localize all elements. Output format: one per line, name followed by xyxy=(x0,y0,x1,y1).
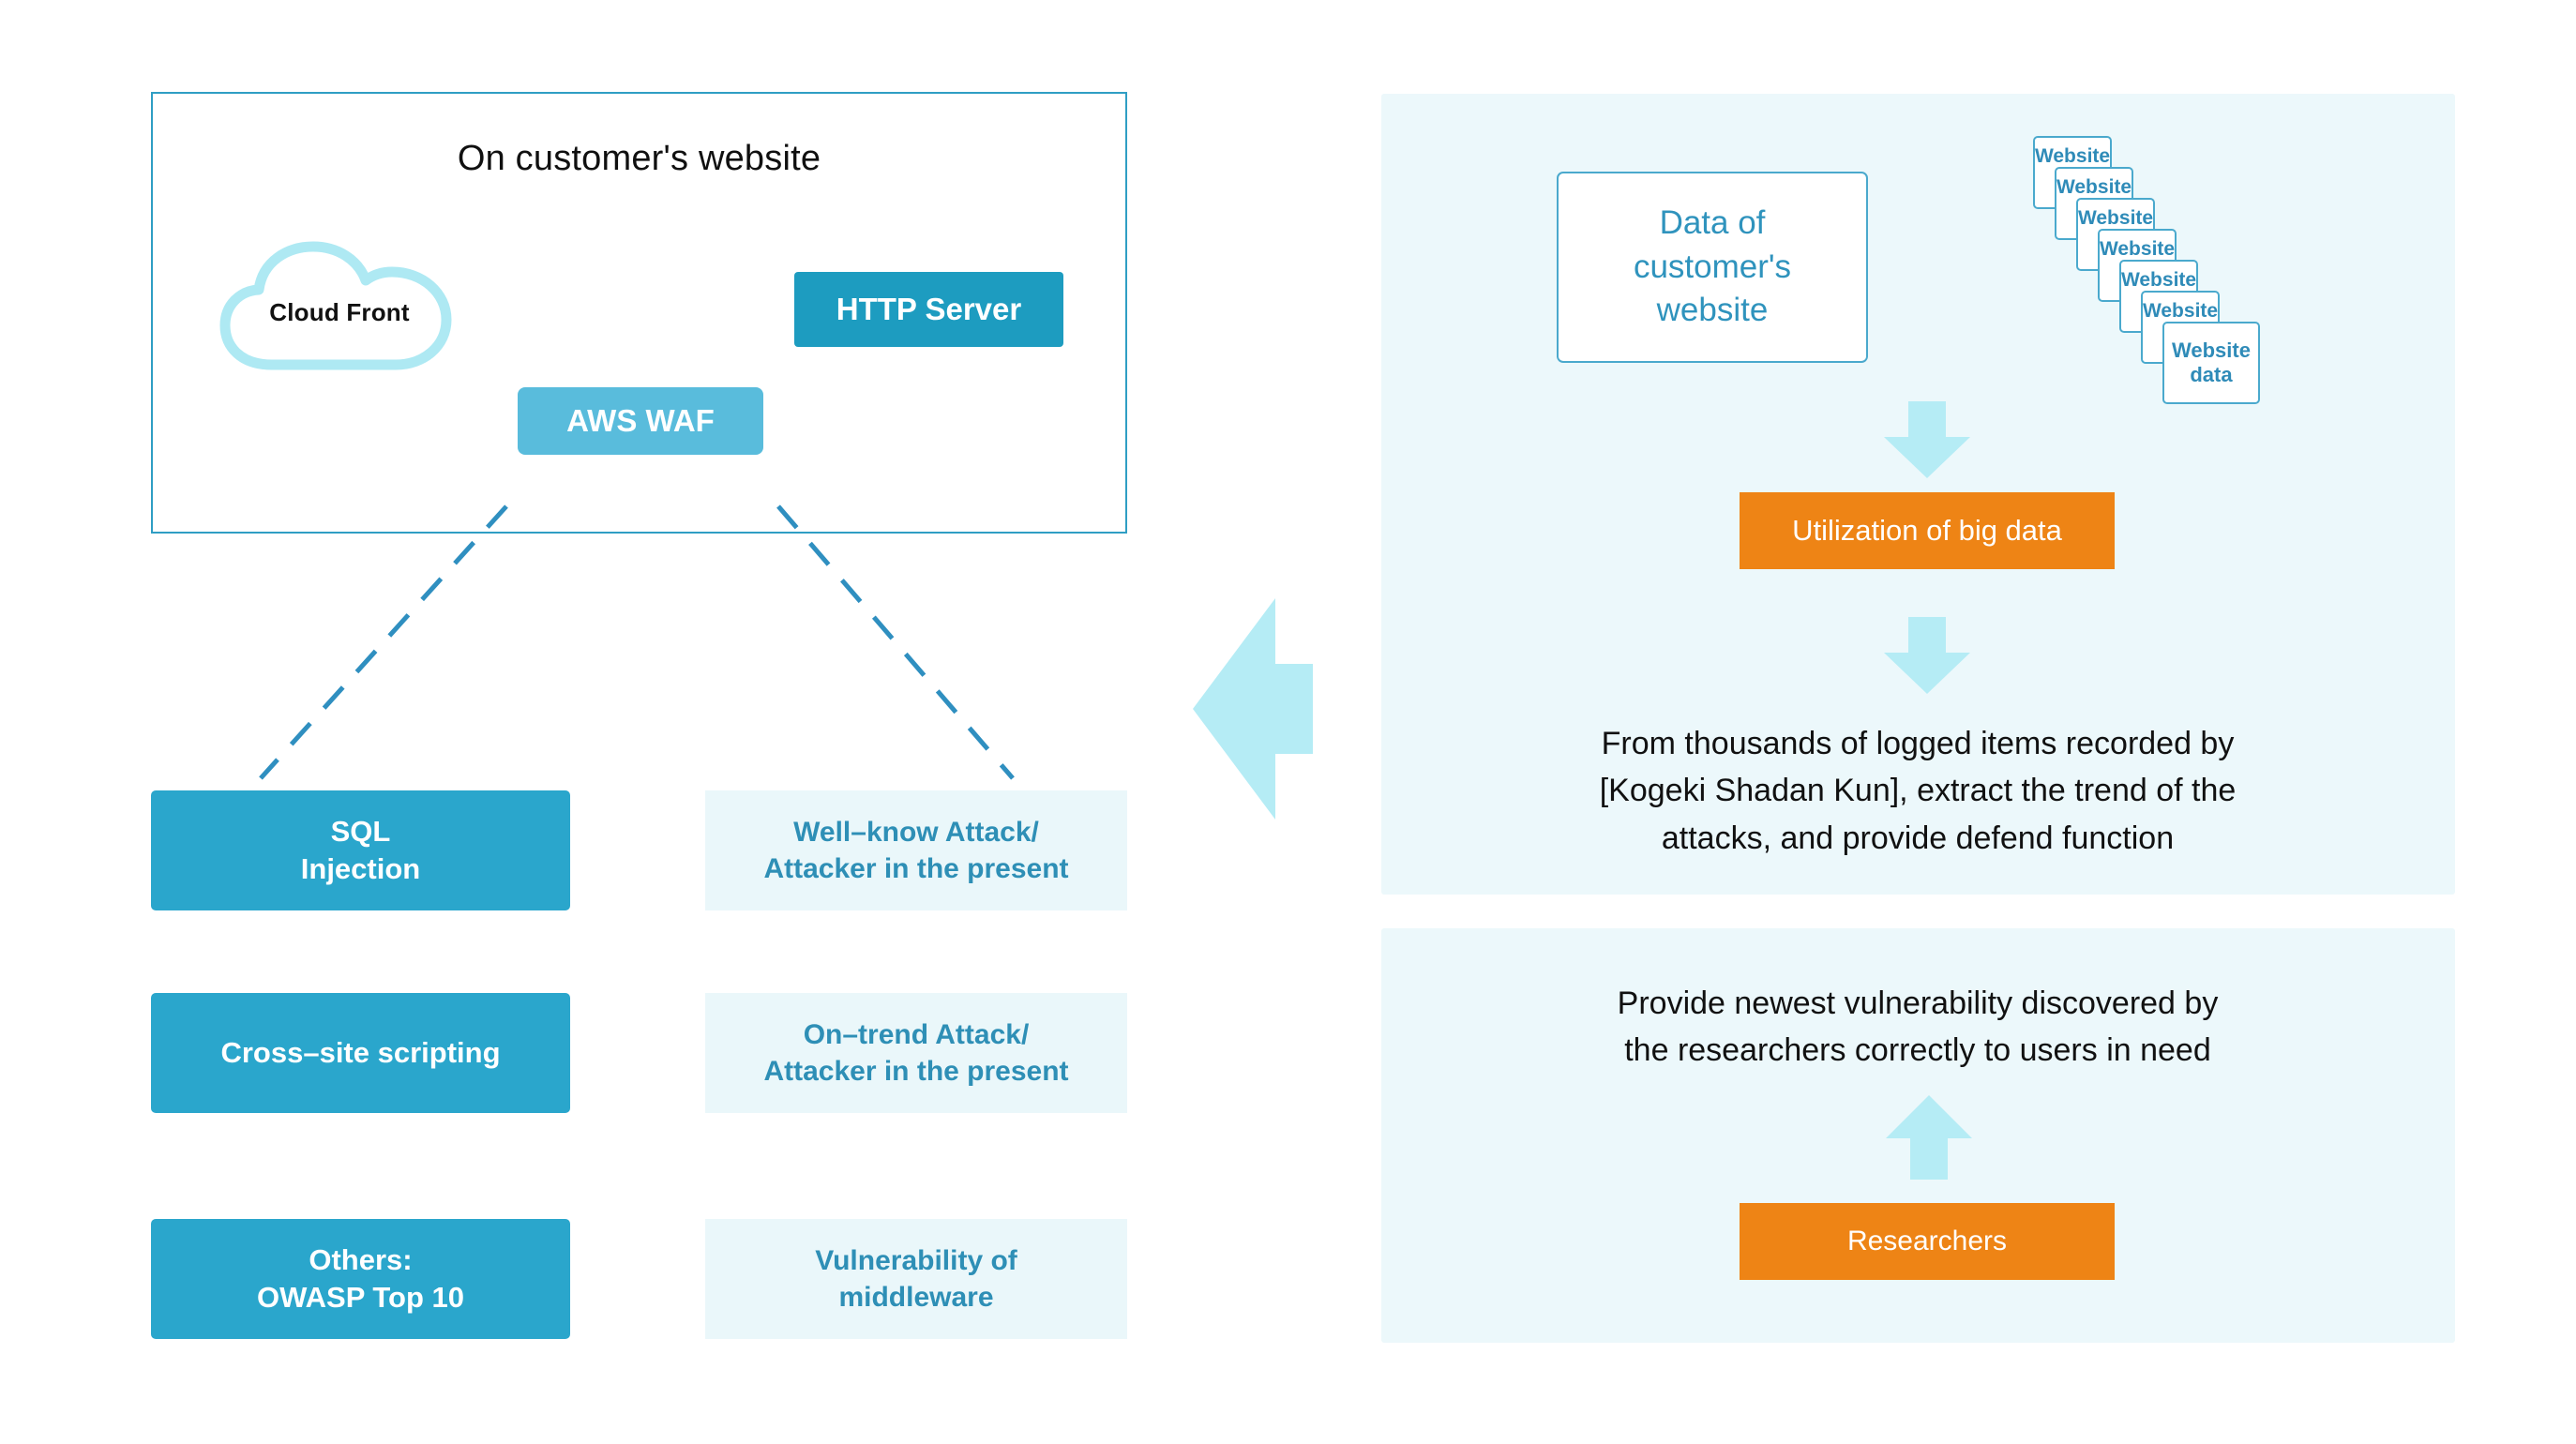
website-data-line2: data xyxy=(2190,363,2233,386)
cloud-front-label: Cloud Front xyxy=(269,298,410,326)
http-server-label: HTTP Server xyxy=(836,291,1022,326)
extract-line3: attacks, and provide defend function xyxy=(1661,820,2175,856)
attack-box-sql-injection: SQL Injection xyxy=(151,790,570,910)
provide-line1: Provide newest vulnerability discovered … xyxy=(1617,985,2219,1021)
customer-data-box: Data of customer's website xyxy=(1557,172,1868,363)
customer-data-line1: Data of xyxy=(1659,204,1766,242)
extract-line1: From thousands of logged items recorded … xyxy=(1601,726,2235,761)
arrow-down-icon xyxy=(1884,617,1970,694)
researchers-label: Researchers xyxy=(1846,1226,2008,1256)
utilization-big-data-label: Utilization of big data xyxy=(1792,514,2062,547)
arrow-left-icon xyxy=(1193,598,1313,820)
attack-box-others-owasp: Others: OWASP Top 10 xyxy=(151,1219,570,1339)
attack-label-line2: OWASP Top 10 xyxy=(256,1281,465,1314)
customer-data-line3: website xyxy=(1656,292,1769,329)
attack-label-line1: SQL xyxy=(330,814,391,848)
cloud-icon xyxy=(219,241,452,370)
attack-desc-on-trend: On–trend Attack/ Attacker in the present xyxy=(705,993,1127,1113)
attack-desc-line2: middleware xyxy=(838,1282,994,1313)
attack-desc-middleware-vulnerability: Vulnerability of middleware xyxy=(705,1219,1127,1339)
page-title: On customer's website xyxy=(457,139,821,178)
attack-label-line1: Others: xyxy=(309,1242,413,1276)
website-data-card: Website data xyxy=(2162,322,2260,404)
utilization-big-data-box: Utilization of big data xyxy=(1740,492,2115,569)
cloud-front-node: Cloud Front xyxy=(216,241,463,370)
attack-desc-line1: On–trend Attack/ xyxy=(803,1019,1030,1050)
attack-desc-line1: Well–know Attack/ xyxy=(793,817,1039,848)
arrow-up-icon xyxy=(1886,1095,1972,1180)
website-card-stack: Website Website Website Website Website … xyxy=(2033,136,2305,408)
provide-vulnerability-paragraph: Provide newest vulnerability discovered … xyxy=(1463,980,2373,1075)
provide-line2: the researchers correctly to users in ne… xyxy=(1624,1032,2211,1069)
attack-desc-line2: Attacker in the present xyxy=(763,853,1069,884)
arrow-down-icon xyxy=(1884,401,1970,478)
attack-desc-line1: Vulnerability of xyxy=(815,1245,1017,1276)
attack-label-line1: Cross–site scripting xyxy=(220,1035,501,1069)
attack-desc-line2: Attacker in the present xyxy=(763,1056,1069,1087)
extract-line2: [Kogeki Shadan Kun], extract the trend o… xyxy=(1599,773,2237,809)
attack-desc-well-known: Well–know Attack/ Attacker in the presen… xyxy=(705,790,1127,910)
customer-data-line2: customer's xyxy=(1633,248,1792,285)
researchers-box: Researchers xyxy=(1740,1203,2115,1280)
dashed-line-left xyxy=(259,504,508,780)
attack-box-cross-site-scripting: Cross–site scripting xyxy=(151,993,570,1113)
dashed-line-right xyxy=(776,504,1015,780)
aws-waf-label: AWS WAF xyxy=(566,402,715,438)
http-server-node: HTTP Server xyxy=(794,272,1063,347)
aws-waf-node: AWS WAF xyxy=(518,387,763,455)
website-data-line1: Website xyxy=(2172,338,2251,363)
attack-label-line2: Injection xyxy=(300,852,421,885)
extract-trend-paragraph: From thousands of logged items recorded … xyxy=(1463,720,2373,862)
